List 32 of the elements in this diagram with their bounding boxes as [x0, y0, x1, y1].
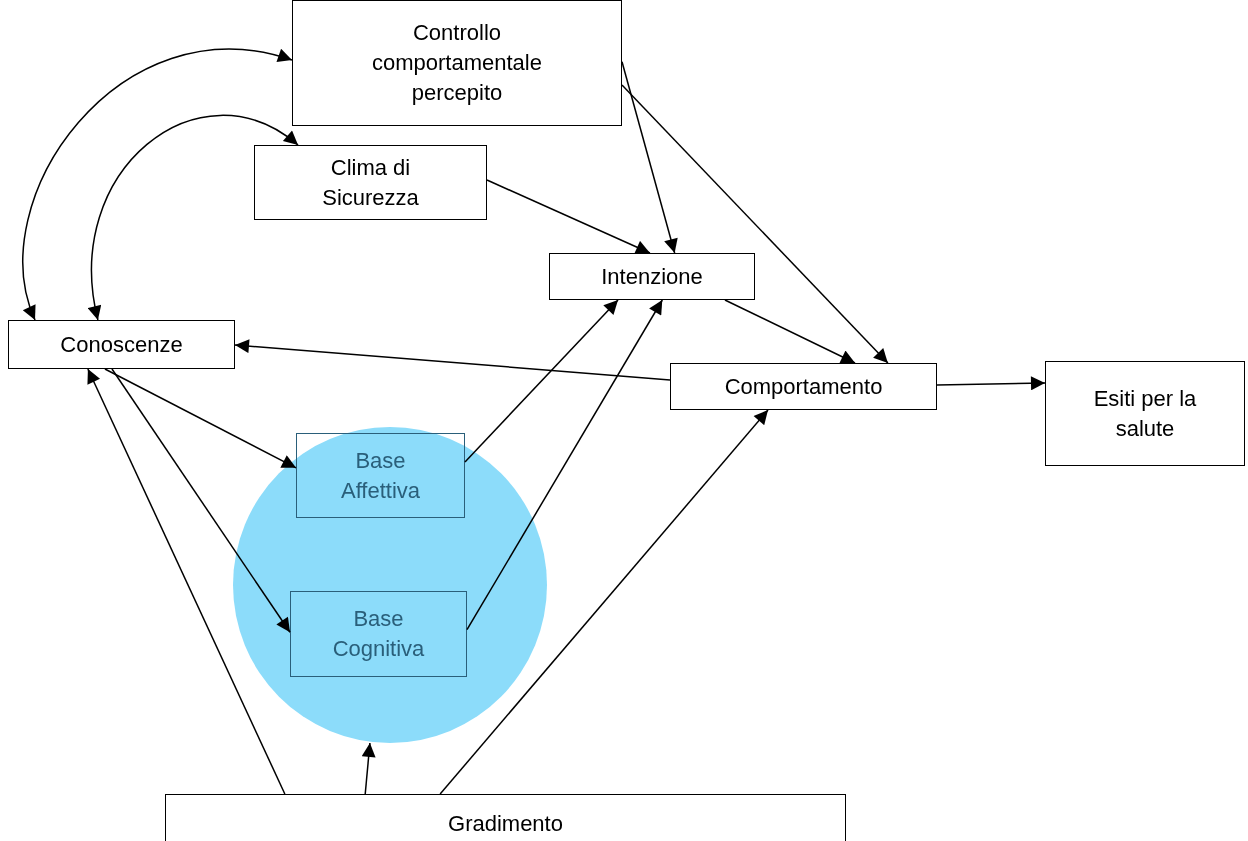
node-label: Clima di Sicurezza	[321, 153, 420, 212]
process-box	[549, 253, 755, 300]
arrow	[104, 368, 297, 469]
process-box	[8, 320, 235, 369]
arrow	[88, 114, 299, 321]
arrow	[466, 299, 664, 631]
node-label: Comportamento	[723, 372, 884, 401]
arrow	[234, 339, 671, 381]
arrow	[361, 742, 376, 795]
node-label: Base Affettiva	[339, 446, 422, 505]
arrow	[724, 299, 856, 364]
arrow	[22, 49, 293, 321]
process-box	[292, 0, 622, 126]
node-label: Esiti per la salute	[1092, 384, 1198, 443]
arrow	[621, 84, 889, 364]
arrow	[486, 179, 651, 254]
arrow	[87, 368, 286, 795]
arrow	[111, 368, 291, 634]
arrow	[621, 61, 678, 254]
node-label: Intenzione	[600, 262, 704, 291]
node-label: Base Cognitiva	[331, 605, 426, 663]
process-box	[165, 794, 846, 841]
process-box	[290, 591, 467, 677]
node-label: Conoscenze	[59, 330, 184, 359]
arrow	[936, 376, 1046, 391]
process-box	[670, 363, 937, 410]
arrow	[439, 409, 769, 795]
process-box	[254, 145, 487, 220]
node-label: Gradimento	[447, 810, 564, 838]
process-box	[1045, 361, 1245, 466]
node-label: Controllo comportamentale percepito	[371, 19, 543, 107]
process-box	[296, 433, 465, 518]
